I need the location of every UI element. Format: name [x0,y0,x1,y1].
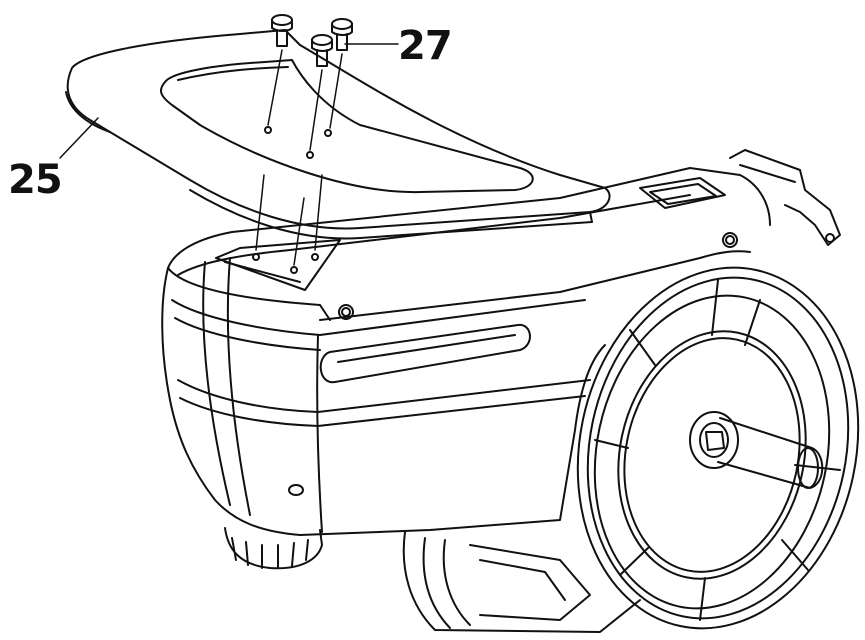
lower-drum [402,531,641,633]
round-cover [576,266,860,630]
leader-lines [59,43,399,159]
housing-band-2 [177,379,591,413]
callout-label-25: 25 [8,157,63,203]
screw-1 [271,14,293,47]
cover-plate-outline [66,29,611,230]
screws [271,14,353,67]
mount-hole-right [722,232,738,248]
top-boss [639,177,726,209]
assembly-axis-lines [255,49,343,266]
housing-band-1 [171,299,586,336]
leader-line-25 [59,117,99,159]
screw-2 [331,18,353,51]
shaft [717,417,824,489]
housing-front-outline [161,267,606,536]
mount-hole-left [338,304,354,320]
housing-top-outline [167,167,771,269]
callout-label-27: 27 [398,23,453,69]
housing-top-edge [177,194,691,276]
housing [161,149,841,633]
cover-plate-cutout [159,59,534,194]
side-hole [288,484,304,496]
top-recess [215,239,341,291]
shaft-hub [689,411,739,469]
rear-bracket [729,149,841,246]
side-slot [319,323,531,384]
bottom-knob [224,527,323,570]
cover-plate [65,29,611,240]
screw-3 [311,34,333,67]
